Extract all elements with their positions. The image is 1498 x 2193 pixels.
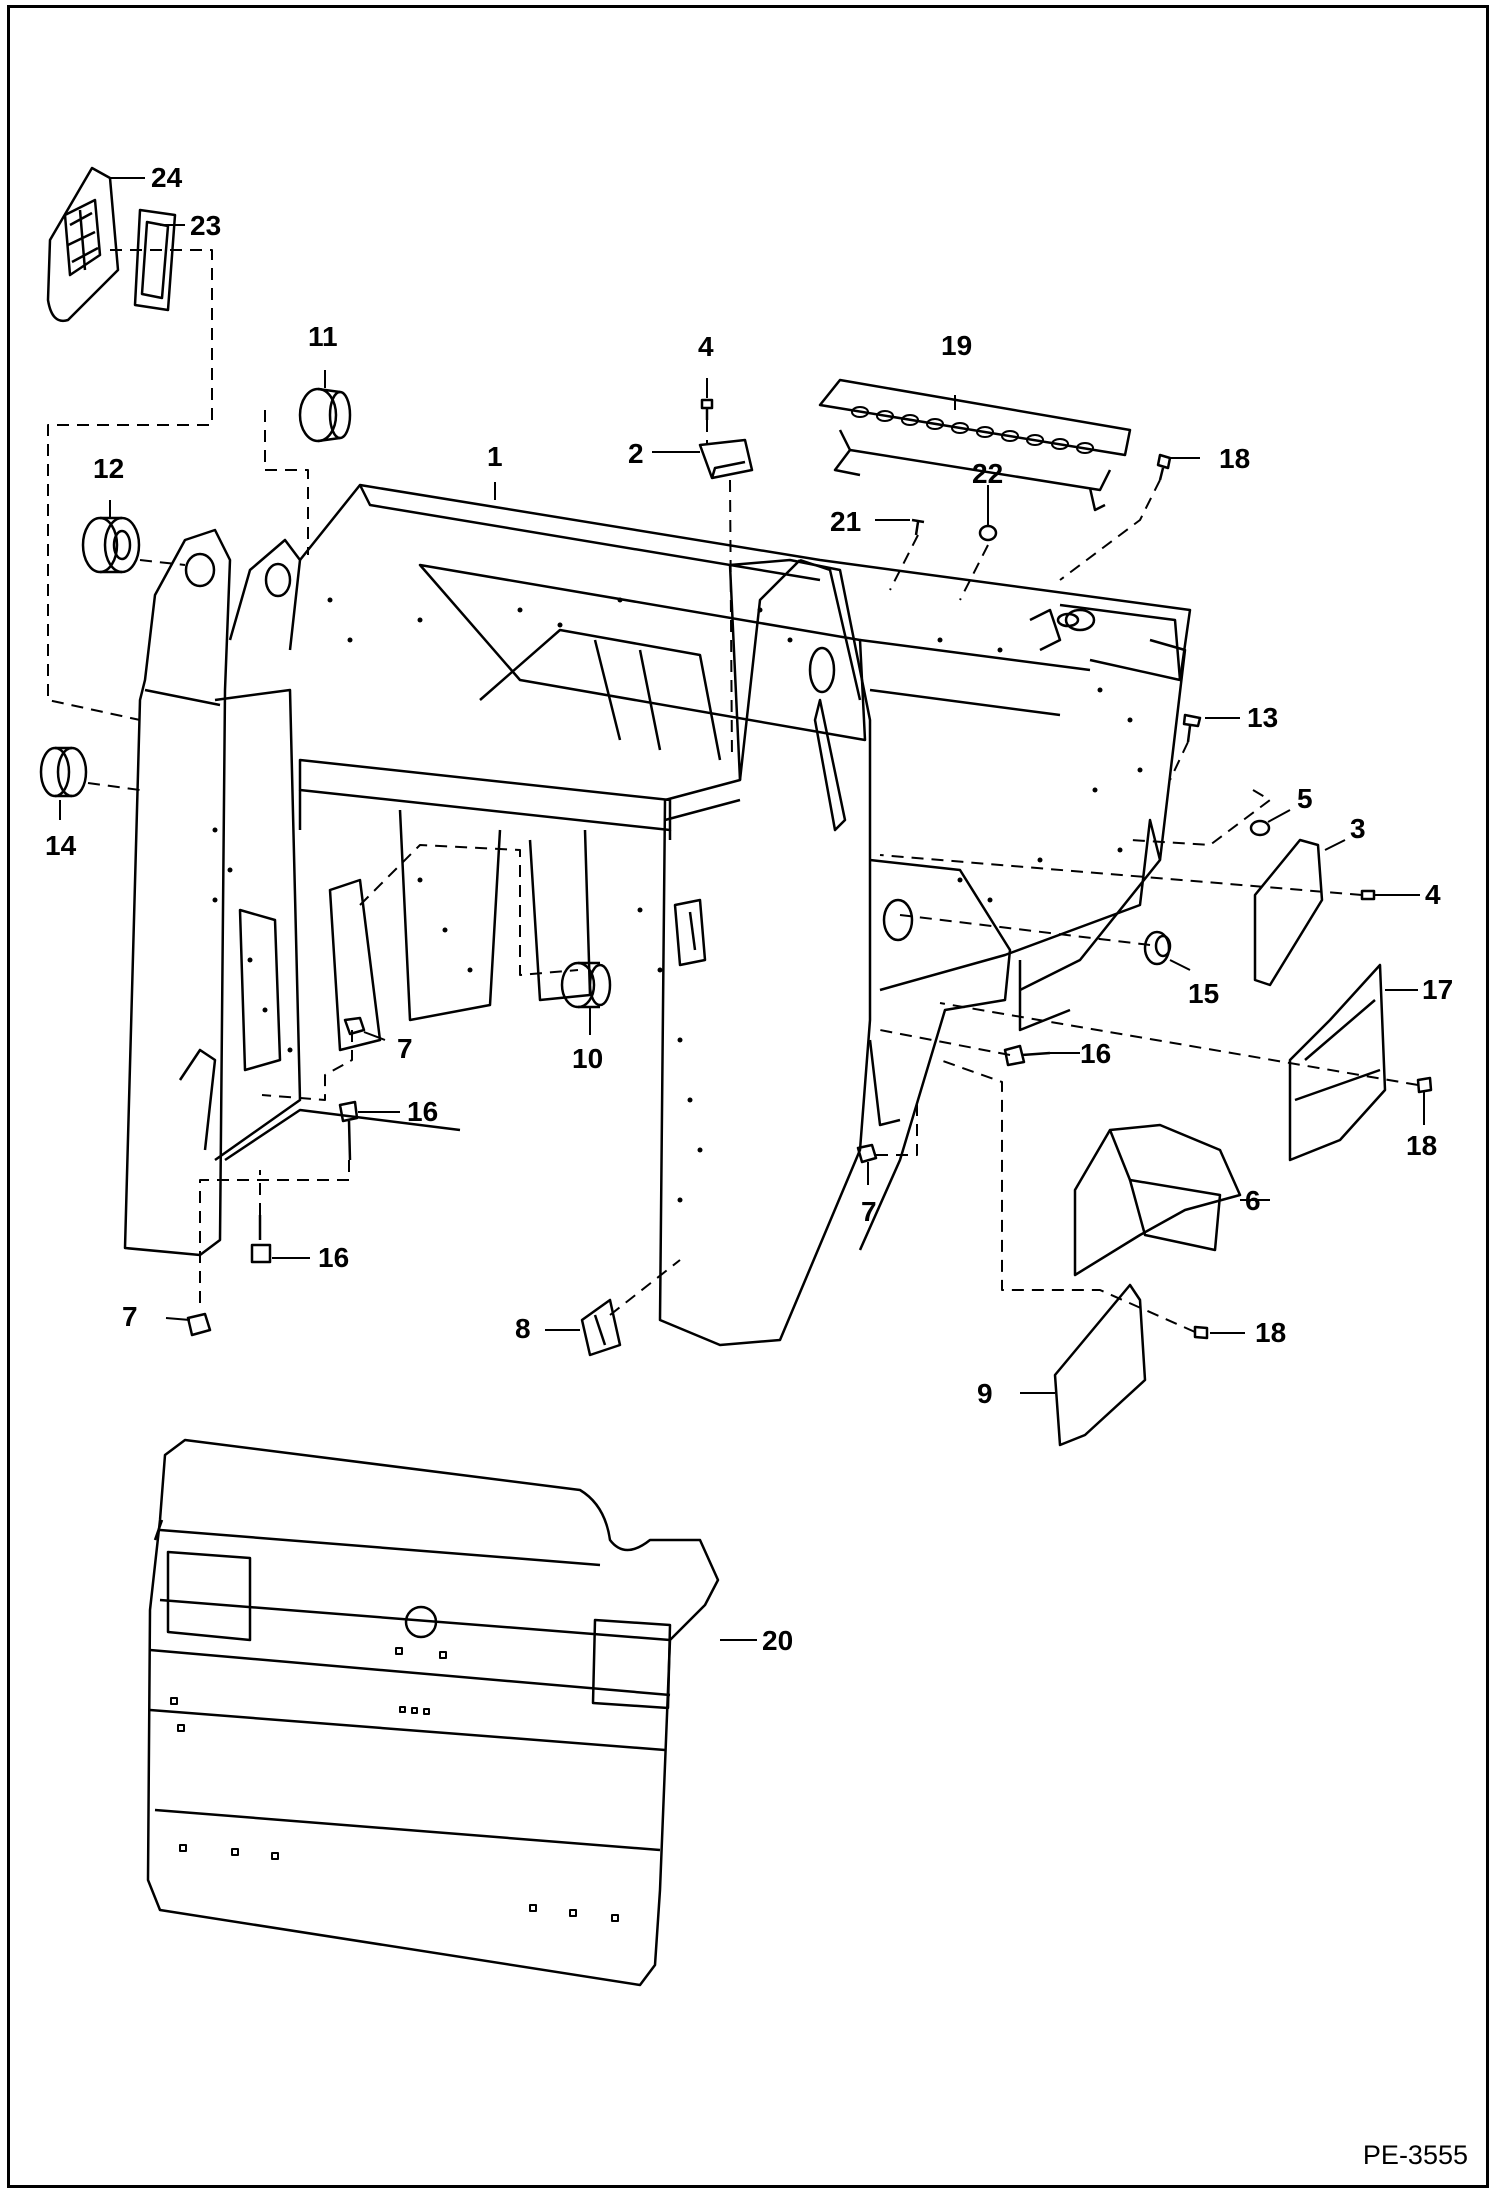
- callout-18-top: 18: [1219, 443, 1251, 474]
- part-20-panel: [146, 1438, 720, 1987]
- part-3-cover: [1253, 838, 1324, 987]
- callout-7-a: 7: [397, 1033, 413, 1064]
- part-2-bracket: [698, 438, 754, 480]
- callout-14: 14: [45, 830, 77, 861]
- callout-24: 24: [151, 162, 183, 193]
- part-18-bolt-b: [1416, 1076, 1433, 1094]
- callout-6: 6: [1245, 1185, 1261, 1216]
- part-18-bolt-a: [1156, 453, 1172, 481]
- document-id: PE-3555: [1362, 2140, 1468, 2170]
- part-22-plug: [978, 524, 998, 542]
- part-14-bearing: [39, 746, 88, 798]
- callout-1: 1: [487, 441, 503, 472]
- part-10-bushing: [560, 961, 612, 1009]
- callout-15: 15: [1188, 978, 1220, 1009]
- callout-19: 19: [941, 330, 973, 361]
- part-7-nut-b: [186, 1312, 212, 1337]
- callout-16-a: 16: [407, 1096, 439, 1127]
- part-4-bolt-top: [700, 398, 714, 420]
- part-13-bolt: [1182, 713, 1202, 743]
- part-12-bearing: [81, 516, 141, 574]
- drawing-frame: [7, 5, 1489, 2188]
- part-16-bolt-c: [1003, 1044, 1051, 1067]
- callout-4-right: 4: [1425, 879, 1441, 910]
- callout-7-c: 7: [122, 1301, 138, 1332]
- part-6-duct: [1073, 1123, 1242, 1277]
- callout-13: 13: [1247, 702, 1279, 733]
- part-8-clip: [580, 1298, 622, 1357]
- panel-hole-marks: [170, 1647, 619, 1922]
- callout-9: 9: [977, 1378, 993, 1409]
- callout-22: 22: [972, 458, 1004, 489]
- callout-2: 2: [628, 438, 644, 469]
- part-16-bolt-b: [250, 1215, 272, 1264]
- part-4-bolt-right: [1360, 889, 1376, 901]
- callout-21: 21: [830, 506, 862, 537]
- part-19-plate: [818, 378, 1132, 512]
- callout-8: 8: [515, 1313, 531, 1344]
- part-5-nut: [1249, 819, 1271, 837]
- callout-20: 20: [762, 1625, 794, 1656]
- callout-7-b: 7: [861, 1196, 877, 1227]
- part-9-plate: [1053, 1283, 1147, 1447]
- callout-10: 10: [572, 1043, 604, 1074]
- callout-5: 5: [1297, 783, 1313, 814]
- leader-lines: [59, 177, 1425, 1641]
- callout-4-top: 4: [698, 331, 714, 362]
- part-1-main-frame: [123, 483, 1192, 1347]
- callout-16-b: 16: [1080, 1038, 1112, 1069]
- part-15-grommet: [1143, 930, 1172, 966]
- callout-23: 23: [190, 210, 222, 241]
- part-11-bushing: [298, 387, 352, 443]
- callout-16-c: 16: [318, 1242, 350, 1273]
- callout-12: 12: [93, 453, 125, 484]
- part-21-pin: [911, 518, 925, 536]
- callout-18-mid: 18: [1406, 1130, 1438, 1161]
- part-18-bolt-c: [1193, 1325, 1209, 1340]
- callout-18-bottom: 18: [1255, 1317, 1287, 1348]
- frame-hole-marks: [212, 597, 1143, 1203]
- assembly-lines: [47, 249, 1419, 1333]
- part-7-nut-c: [856, 1143, 878, 1164]
- part-16-bolt-a: [338, 1100, 359, 1161]
- part-17-shield: [1288, 963, 1387, 1162]
- callout-11: 11: [308, 321, 338, 352]
- part-24-cover: [46, 166, 120, 323]
- part-7-nut-a: [343, 1016, 366, 1036]
- callout-3: 3: [1350, 813, 1366, 844]
- callout-17: 17: [1422, 974, 1454, 1005]
